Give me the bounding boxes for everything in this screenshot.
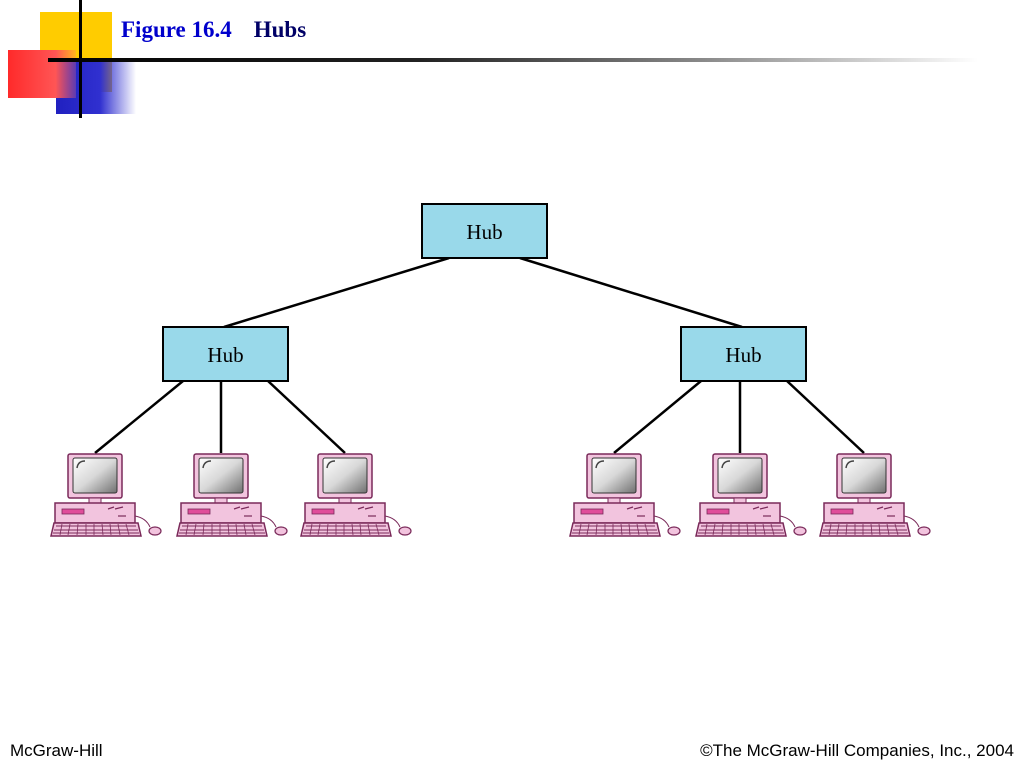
computer-left-1	[50, 453, 162, 537]
computer-right-1	[569, 453, 681, 537]
right-hub-label: Hub	[725, 343, 761, 367]
connection-lines	[94, 256, 865, 454]
root-hub-label: Hub	[466, 220, 502, 244]
right-hub: Hub	[680, 326, 807, 382]
figure-label: Figure 16.4	[121, 17, 232, 42]
computer-left-2	[176, 453, 288, 537]
figure-subject: Hubs	[253, 17, 307, 42]
link-left-pc1	[94, 380, 184, 454]
link-right-pc3	[786, 380, 865, 454]
link-left-pc3	[267, 380, 346, 454]
left-hub-label: Hub	[207, 343, 243, 367]
computer-right-2	[695, 453, 807, 537]
footer-publisher: McGraw-Hill	[10, 741, 103, 760]
computer-left-3	[300, 453, 412, 537]
left-hub: Hub	[162, 326, 289, 382]
root-hub: Hub	[421, 203, 548, 259]
footer-copyright: ©The McGraw-Hill Companies, Inc., 2004	[700, 741, 1014, 760]
title-underline	[48, 58, 978, 62]
link-root-right	[519, 256, 743, 329]
page-title: Figure 16.4 Hubs	[121, 17, 306, 43]
link-right-pc1	[613, 380, 702, 454]
link-root-left	[223, 256, 450, 329]
computer-right-3	[819, 453, 931, 537]
